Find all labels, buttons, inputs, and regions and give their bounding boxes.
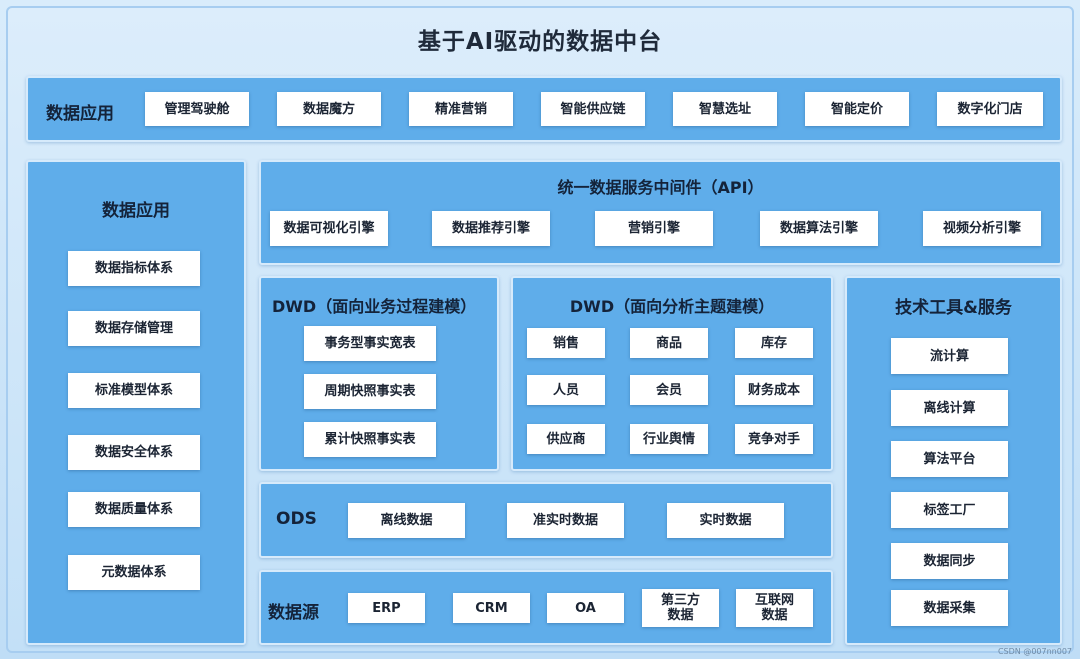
api-item: 数据可视化引擎 [270, 211, 388, 246]
sources-item: 第三方 数据 [642, 589, 719, 627]
tools-item: 流计算 [891, 338, 1008, 374]
api-item: 视频分析引擎 [923, 211, 1041, 246]
ods-item: 准实时数据 [507, 503, 624, 538]
dwd-subject-item: 行业舆情 [630, 424, 708, 454]
top-app-item: 智能定价 [805, 92, 909, 126]
tools-item: 数据采集 [891, 590, 1008, 626]
dwd-process-item: 周期快照事实表 [304, 374, 436, 409]
api-item: 数据推荐引擎 [432, 211, 550, 246]
tools-item: 数据同步 [891, 543, 1008, 579]
left-app-item: 数据安全体系 [68, 435, 200, 470]
sources-item: CRM [453, 593, 530, 623]
dwd-subject-item: 财务成本 [735, 375, 813, 405]
top-app-label: 数据应用 [46, 104, 114, 124]
top-app-item: 管理驾驶舱 [145, 92, 249, 126]
left-app-item: 数据指标体系 [68, 251, 200, 286]
diagram-title: 基于AI驱动的数据中台 [417, 29, 663, 55]
left-app-item: 标准模型体系 [68, 373, 200, 408]
dwd-subject-item: 供应商 [527, 424, 605, 454]
top-app-item: 智慧选址 [673, 92, 777, 126]
dwd-subject-item: 竞争对手 [735, 424, 813, 454]
tools-item: 标签工厂 [891, 492, 1008, 528]
ods-label: ODS [276, 509, 317, 529]
top-app-item: 精准营销 [409, 92, 513, 126]
ods-item: 实时数据 [667, 503, 784, 538]
api-item: 营销引擎 [595, 211, 713, 246]
left-app-item: 元数据体系 [68, 555, 200, 590]
tools-item: 离线计算 [891, 390, 1008, 426]
dwd-subject-item: 库存 [735, 328, 813, 358]
left-app-item: 数据存储管理 [68, 311, 200, 346]
tools-item: 算法平台 [891, 441, 1008, 477]
top-app-item: 数字化门店 [937, 92, 1043, 126]
dwd-subject-item: 销售 [527, 328, 605, 358]
dwd-subject-item: 商品 [630, 328, 708, 358]
sources-item: ERP [348, 593, 425, 623]
sources-item: 互联网 数据 [736, 589, 813, 627]
top-app-item: 数据魔方 [277, 92, 381, 126]
watermark: CSDN @007nn007 [997, 647, 1072, 656]
tools-label: 技术工具&服务 [895, 298, 1012, 318]
left-app-label: 数据应用 [102, 201, 170, 221]
left-app-item: 数据质量体系 [68, 492, 200, 527]
top-app-item: 智能供应链 [541, 92, 645, 126]
dwd-process-item: 累计快照事实表 [304, 422, 436, 457]
ods-item: 离线数据 [348, 503, 465, 538]
dwd-subject-label: DWD（面向分析主题建模） [569, 297, 775, 316]
sources-label: 数据源 [268, 603, 319, 623]
dwd-process-item: 事务型事实宽表 [304, 326, 436, 361]
dwd-process-label: DWD（面向业务过程建模） [272, 297, 477, 316]
api-label: 统一数据服务中间件（API） [557, 178, 764, 197]
sources-item: OA [547, 593, 624, 623]
api-item: 数据算法引擎 [760, 211, 878, 246]
dwd-subject-item: 会员 [630, 375, 708, 405]
dwd-subject-item: 人员 [527, 375, 605, 405]
